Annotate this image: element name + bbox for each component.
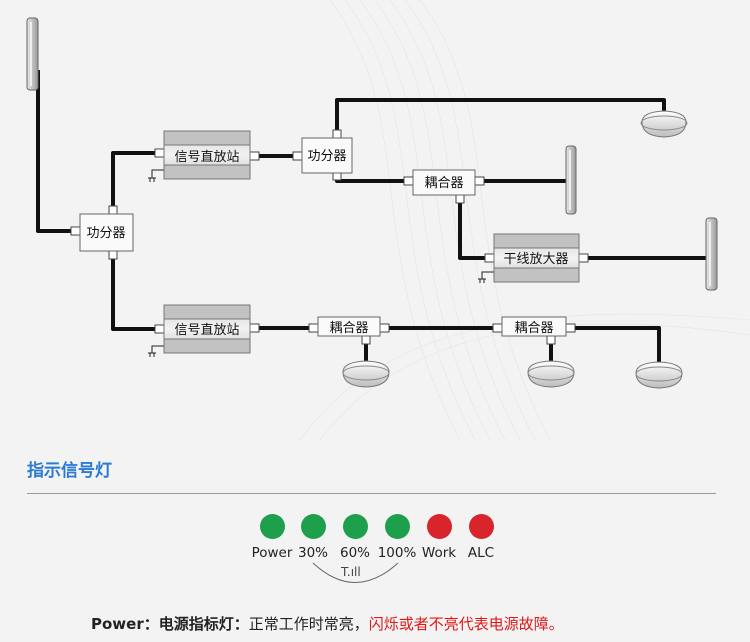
- ceiling-antenna: [635, 361, 683, 389]
- ceiling-antenna: [640, 110, 688, 138]
- repeater-label: 信号直放站: [174, 150, 239, 165]
- donor-antenna: [26, 17, 39, 91]
- splitter-top: 功分器: [301, 137, 353, 174]
- line-amplifier-label: 干线放大器: [503, 252, 568, 267]
- indicator-section-title: 指示信号灯: [27, 461, 112, 481]
- splitter-left: 功分器: [79, 213, 134, 252]
- coupler-label: 耦合器: [424, 176, 463, 191]
- coupler-bottom-left: 耦合器: [317, 316, 381, 337]
- ceiling-antenna: [342, 360, 390, 388]
- splitter-label: 功分器: [307, 149, 346, 164]
- cable-connectors: [70, 129, 589, 345]
- coupler-bottom-right: 耦合器: [501, 316, 567, 337]
- indicator-led-work: [426, 514, 452, 539]
- indicator-led-alc: [468, 514, 494, 539]
- indicator-led-label: 30%: [297, 545, 329, 561]
- section-divider: [27, 493, 716, 494]
- indicator-led-30pct: [300, 514, 326, 539]
- power-note-normal: 正常工作时常亮，: [248, 615, 369, 633]
- signal-strength-icon: T.ıll: [341, 565, 361, 579]
- repeater-bottom: 信号直放站: [163, 304, 251, 354]
- indicator-led-60pct: [342, 514, 368, 539]
- indicator-led-power: [259, 514, 285, 539]
- power-note: Power：电源指标灯：正常工作时常亮，闪烁或者不亮代表电源故障。: [91, 613, 564, 634]
- coupler-label: 耦合器: [329, 321, 368, 336]
- panel-antenna: [705, 217, 718, 291]
- line-amplifier: 干线放大器: [493, 233, 580, 283]
- splitter-label: 功分器: [86, 226, 125, 241]
- signal-distribution-diagram: 信号直放站 信号直放站 干线放大器 功分器 功分器 耦合器 耦合器 耦合器: [26, 0, 750, 440]
- indicator-led-label: 100%: [377, 545, 417, 561]
- indicator-led-label: Work: [421, 545, 457, 561]
- coupler-label: 耦合器: [514, 321, 553, 336]
- ceiling-antenna: [527, 360, 575, 388]
- indicator-led-label: 60%: [339, 545, 371, 561]
- power-note-key: Power：电源指标灯：: [91, 615, 249, 633]
- coupler-top: 耦合器: [412, 169, 476, 196]
- repeater-label: 信号直放站: [174, 323, 239, 338]
- indicator-led-label: Power: [251, 545, 293, 561]
- indicator-led-100pct: [384, 514, 410, 539]
- repeater-top: 信号直放站: [163, 130, 251, 180]
- panel-antenna: [565, 145, 577, 215]
- power-note-fault: 闪烁或者不亮代表电源故障。: [368, 615, 564, 633]
- indicator-led-label: ALC: [467, 545, 495, 561]
- power-cords: [148, 169, 494, 357]
